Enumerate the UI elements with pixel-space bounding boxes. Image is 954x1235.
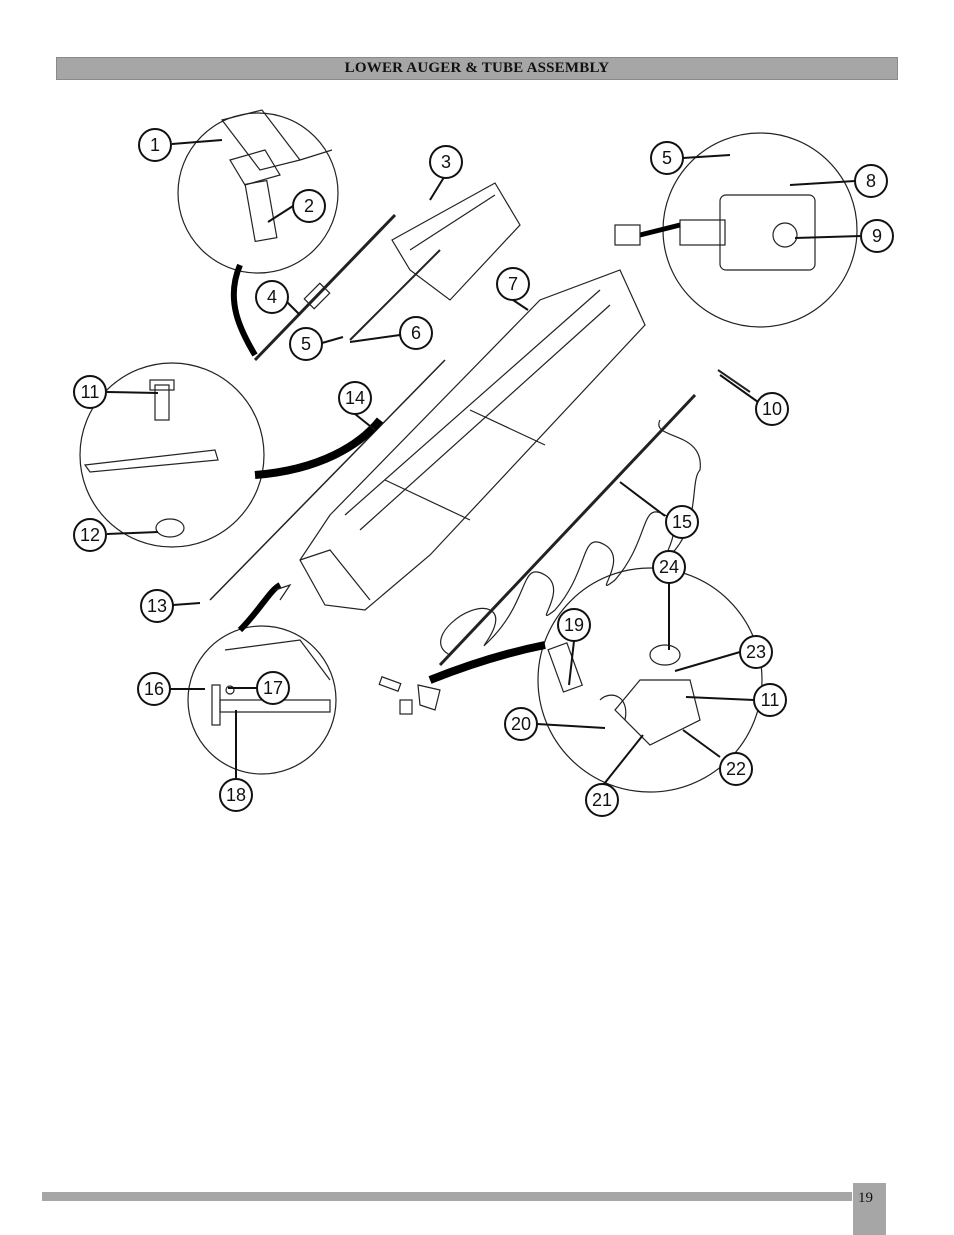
callout-5b (650, 141, 684, 175)
callout-10-label: 10 (762, 399, 782, 419)
callout-21 (585, 783, 619, 817)
callout-6-label: 6 (411, 323, 421, 343)
page-number-tab (853, 1183, 886, 1235)
callout-5b-label: 5 (662, 148, 672, 168)
callout-18 (219, 778, 253, 812)
callout-24 (652, 550, 686, 584)
callout-19-label: 19 (564, 615, 584, 635)
callout-14-label: 14 (345, 388, 365, 408)
callout-24-label: 24 (659, 557, 679, 577)
callout-8 (854, 164, 888, 198)
callout-9-label: 9 (872, 226, 882, 246)
detail-circle-top-left (177, 112, 339, 274)
callout-1 (138, 128, 172, 162)
callout-23 (739, 635, 773, 669)
callout-11b-label: 11 (761, 690, 780, 710)
callout-10 (755, 392, 789, 426)
callout-23-label: 23 (746, 642, 766, 662)
callout-13 (140, 589, 174, 623)
callout-11a-label: 11 (81, 382, 100, 402)
callout-21-label: 21 (592, 790, 612, 810)
callout-9 (860, 219, 894, 253)
callout-4-label: 4 (267, 287, 277, 307)
callout-4 (255, 280, 289, 314)
callout-14 (338, 381, 372, 415)
detail-circle-bushing (79, 362, 265, 548)
page-number: 19 (858, 1190, 873, 1206)
callout-13-label: 13 (147, 596, 167, 616)
callout-5a (289, 327, 323, 361)
callout-18-label: 18 (226, 785, 246, 805)
callout-3 (429, 145, 463, 179)
callout-22 (719, 752, 753, 786)
callout-20 (504, 707, 538, 741)
callout-5a-label: 5 (301, 334, 311, 354)
callout-16-label: 16 (144, 679, 164, 699)
detail-circle-gearbox (662, 132, 858, 328)
detail-circle-pin (187, 625, 337, 775)
callout-22-label: 22 (726, 759, 746, 779)
detail-circle-bearing (537, 567, 763, 793)
callout-17 (256, 671, 290, 705)
callout-15-label: 15 (672, 512, 692, 532)
callout-6 (399, 316, 433, 350)
callout-3-label: 3 (441, 152, 451, 172)
callout-1-label: 1 (150, 135, 160, 155)
callout-7 (496, 267, 530, 301)
callout-19 (557, 608, 591, 642)
callout-2 (292, 189, 326, 223)
section-title: LOWER AUGER & TUBE ASSEMBLY (344, 60, 610, 76)
callout-8-label: 8 (866, 171, 876, 191)
callout-20-label: 20 (511, 714, 531, 734)
callout-15 (665, 505, 699, 539)
callout-2-label: 2 (304, 196, 314, 216)
callout-12 (73, 518, 107, 552)
callout-7-label: 7 (508, 274, 518, 294)
callout-16 (137, 672, 171, 706)
callout-11a (73, 375, 107, 409)
callout-11b (753, 683, 787, 717)
callout-12-label: 12 (80, 525, 100, 545)
footer-rule (42, 1192, 852, 1201)
section-title-bar: LOWER AUGER & TUBE ASSEMBLY (56, 57, 898, 80)
callout-17-label: 17 (263, 678, 283, 698)
